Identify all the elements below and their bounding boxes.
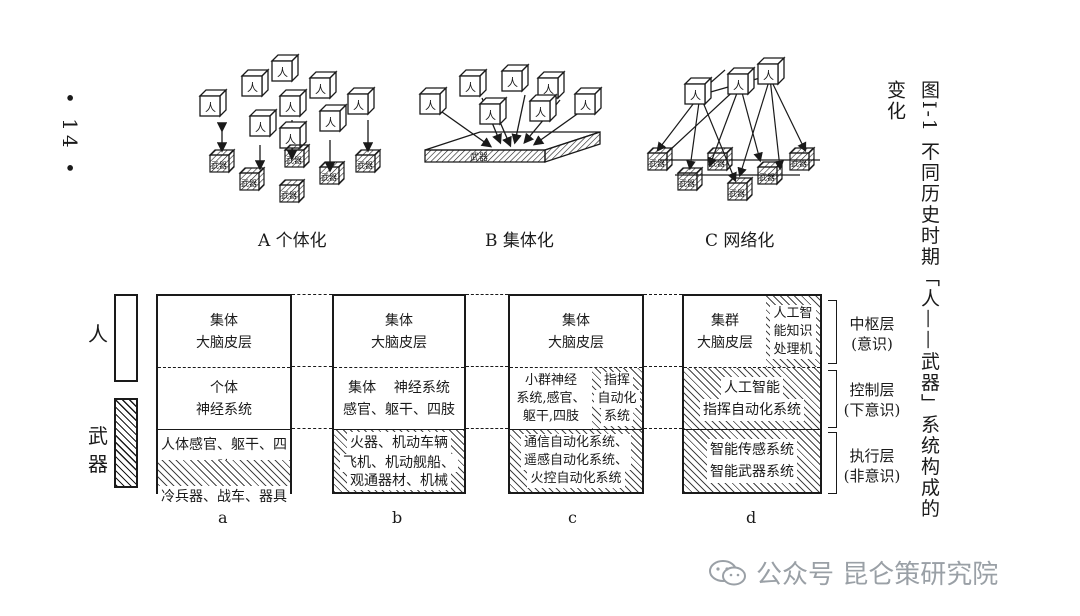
cell-text: 火器、机动车辆 (347, 432, 451, 454)
cell-text: 系统,感官、 (516, 390, 586, 406)
cell-text: 指挥 (600, 371, 633, 390)
column-a-top: 集体 大脑皮层 (158, 296, 290, 368)
connector (644, 294, 682, 295)
cell-text: 智能武器系统 (707, 461, 797, 483)
cell-text: 飞机、机动舰船、 (340, 454, 458, 472)
layer-name: 执行层 (849, 447, 895, 465)
weapon-bar (114, 398, 138, 488)
layer-sub: (非意识) (843, 467, 901, 485)
column-b-bottom: 火器、机动车辆 飞机、机动舰船、 观通器材、机械 (334, 430, 464, 492)
connector (466, 366, 508, 367)
cell-text: 集群 (711, 312, 739, 329)
cell-text: 大脑皮层 (371, 334, 427, 351)
column-c-mid: 小群神经 系统,感官、 躯干,四肢 指挥 自动化 系统 (510, 368, 642, 430)
figure-caption: 图I-1 不同历史时期「人——武器」系统构成的变化 (884, 80, 940, 520)
cell-text: 能知识 (770, 322, 816, 341)
layer-control: 控制层 (下意识) (842, 380, 902, 420)
cell-text: 自动化 (594, 389, 640, 408)
brace-central (828, 300, 837, 364)
panel-label-c: C 网络化 (705, 231, 775, 251)
watermark: 公众号 昆仑策研究院 (708, 554, 998, 591)
cell-text: 躯干,四肢 (522, 408, 580, 424)
column-a: 集体 大脑皮层 个体 神经系统 人体感官、躯干、四肢 冷兵器、战车、器具 (156, 294, 292, 508)
cell-text: 大脑皮层 (697, 334, 753, 351)
cell-text: 集体 神经系统 (348, 379, 450, 396)
cell-text: 人工智能 (721, 376, 783, 399)
column-d-bottom: 智能传感系统 智能武器系统 (684, 430, 820, 492)
panel-label-a: A 个体化 (258, 231, 327, 251)
column-b-mid: 集体 神经系统 感官、躯干、四肢 (334, 368, 464, 430)
cell-text: 集体 (562, 312, 590, 329)
panel-label-b: B 集体化 (485, 231, 554, 251)
connector (466, 428, 508, 429)
layer-central: 中枢层 (意识) (842, 314, 902, 354)
column-a-mid: 个体 神经系统 (158, 368, 290, 430)
column-b: 集体 大脑皮层 集体 神经系统 感官、躯干、四肢 火器、机动车辆 飞机、机动舰船… (332, 294, 466, 494)
column-b-top: 集体 大脑皮层 (334, 296, 464, 368)
cell-text: 个体 (210, 379, 238, 396)
layer-sub: (意识) (851, 335, 893, 353)
cell-text: 冷兵器、战车、器具 (158, 486, 290, 508)
cell-text: 处理机 (770, 340, 816, 359)
cell-text: 集体 (210, 312, 238, 329)
network-illustrations (199, 54, 820, 203)
connector (466, 294, 508, 295)
column-c: 集体 大脑皮层 小群神经 系统,感官、 躯干,四肢 指挥 自动化 系统 通信自动… (508, 294, 644, 494)
connector (644, 428, 682, 429)
layer-name: 中枢层 (849, 315, 895, 333)
cell-text: 集体 (385, 312, 413, 329)
connector (644, 366, 682, 367)
column-d: 集群 大脑皮层 人工智 能知识 处理机 人工智能 指挥自动化系统 智能传感系统 … (682, 294, 822, 494)
side-label-weapon-2: 器 (88, 452, 108, 476)
column-a-bottom: 人体感官、躯干、四肢 冷兵器、战车、器具 (158, 430, 290, 508)
wechat-icon (709, 559, 746, 585)
column-letter-d: d (746, 508, 757, 527)
column-c-mid-right: 指挥 自动化 系统 (592, 368, 642, 429)
column-c-mid-left: 小群神经 系统,感官、 躯干,四肢 (510, 368, 592, 429)
column-letter-a: a (218, 508, 228, 527)
watermark-text: 公众号 昆仑策研究院 (756, 560, 999, 590)
brace-control (828, 370, 837, 428)
cell-text: 小群神经 (524, 372, 577, 388)
side-label-weapon-1: 武 (88, 424, 108, 448)
cell-text: 大脑皮层 (196, 334, 252, 351)
column-d-top-left: 集群 大脑皮层 (684, 296, 766, 367)
cell-text: 智能传感系统 (707, 439, 797, 461)
column-d-top: 集群 大脑皮层 人工智 能知识 处理机 (684, 296, 820, 368)
layer-execution: 执行层 (非意识) (842, 446, 902, 486)
column-c-bottom: 通信自动化系统、 遥感自动化系统、 火控自动化系统 (510, 430, 642, 492)
cell-text: 大脑皮层 (548, 334, 604, 351)
cell-text: 火控自动化系统 (527, 470, 625, 488)
cell-text: 系统 (600, 407, 633, 426)
column-letter-c: c (568, 508, 577, 527)
column-d-top-right: 人工智 能知识 处理机 (766, 296, 820, 367)
panel-b-diagram (424, 94, 601, 163)
cell-text: 遥感自动化系统、 (520, 452, 631, 470)
cell-text: 通信自动化系统、 (520, 434, 631, 452)
connector (292, 294, 332, 295)
page-number: • 14 • (58, 92, 82, 178)
cell-text: 人工智 (770, 304, 816, 323)
layer-name: 控制层 (849, 381, 895, 399)
cell-text: 神经系统 (196, 401, 252, 418)
human-bar (114, 294, 138, 382)
cell-text: 观通器材、机械 (347, 472, 451, 490)
brace-execution (828, 432, 837, 494)
connector (292, 428, 332, 429)
side-label-human: 人 (88, 322, 108, 346)
column-d-mid: 人工智能 指挥自动化系统 (684, 368, 820, 430)
cell-text: 指挥自动化系统 (700, 398, 804, 421)
column-c-top: 集体 大脑皮层 (510, 296, 642, 368)
layer-sub: (下意识) (843, 401, 901, 419)
cell-text: 感官、躯干、四肢 (343, 401, 455, 418)
column-letter-b: b (392, 508, 403, 527)
connector (292, 366, 332, 367)
